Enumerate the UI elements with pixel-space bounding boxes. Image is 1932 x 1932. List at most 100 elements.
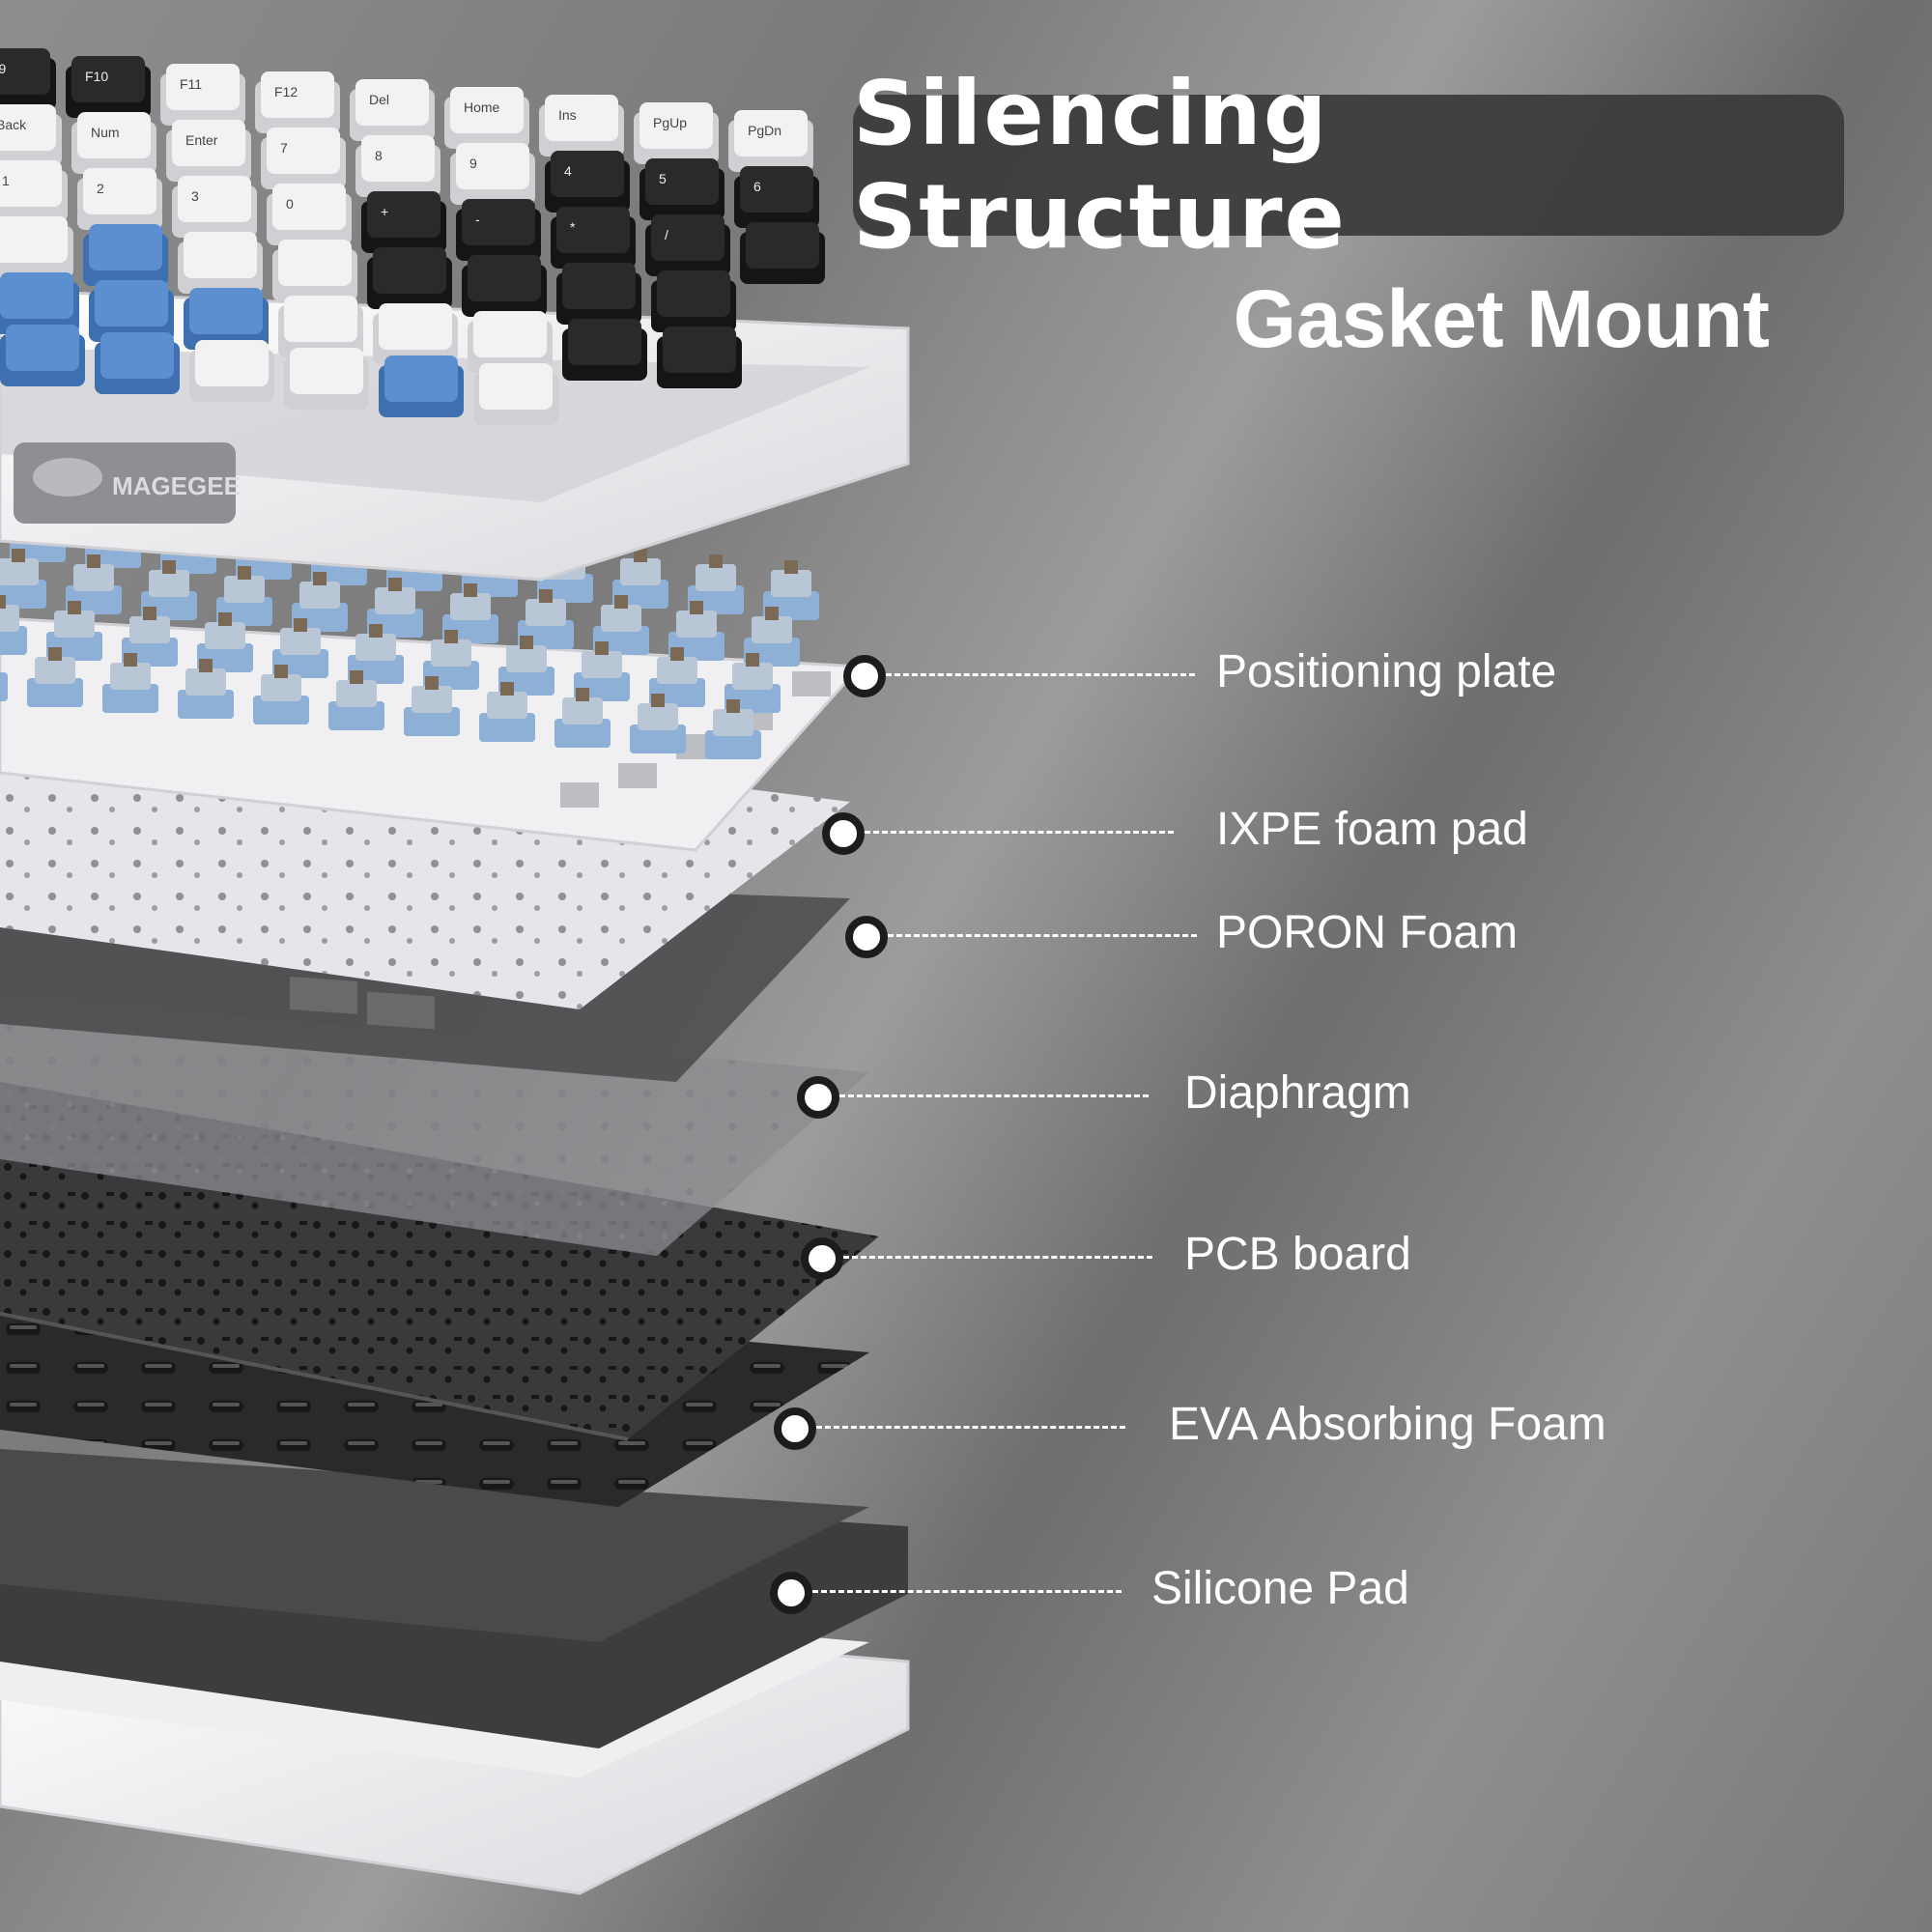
layer-label: Silicone Pad [1151, 1563, 1409, 1614]
callout-leader-line [843, 1256, 1152, 1259]
layer-label: EVA Absorbing Foam [1169, 1399, 1606, 1450]
keycap-legend: 8 [375, 148, 383, 163]
keycap-legend: Home [464, 99, 500, 115]
keycap-legend: 5 [659, 171, 667, 186]
keycap-legend: 4 [564, 163, 572, 179]
keycap-legend: F10 [85, 69, 108, 84]
keycap-legend: 1 [2, 173, 10, 188]
keycap: - [456, 199, 541, 261]
key-switch [554, 688, 611, 748]
keycap-legend: 7 [280, 140, 288, 156]
callout-marker [774, 1407, 816, 1450]
keycap: 2 [77, 168, 162, 230]
keycap: / [645, 214, 730, 276]
callout-leader-line [865, 831, 1174, 834]
keycap [562, 319, 647, 381]
switch-array [0, 502, 819, 759]
keycap-legend: PgUp [653, 115, 687, 130]
key-switch [498, 636, 554, 696]
keycap [89, 280, 174, 342]
callout-leader-line [816, 1426, 1125, 1429]
layer-label: PORON Foam [1216, 907, 1519, 958]
key-switch [404, 676, 460, 736]
keycap [740, 222, 825, 284]
brand-logo-text: MAGEGEE [112, 471, 241, 500]
keycap-legend: PgDn [748, 123, 781, 138]
keycap: F12 [255, 71, 340, 133]
keycap-legend: 9 [469, 156, 477, 171]
keycap [189, 340, 274, 402]
keycap-legend: 6 [753, 179, 761, 194]
keycap: F9 [0, 48, 56, 110]
keycap: Ins [539, 95, 624, 156]
keycap-legend: 3 [191, 188, 199, 204]
keycap [462, 255, 547, 317]
keycap: 0 [267, 184, 352, 245]
keycap-legend: Back [0, 117, 27, 132]
keycap [367, 247, 452, 309]
page-subtitle: Gasket Mount [1233, 273, 1770, 364]
layer-label: Diaphragm [1184, 1067, 1411, 1119]
keycap [272, 240, 357, 301]
callout-marker [770, 1572, 812, 1614]
keycap [556, 263, 641, 325]
keycap [0, 272, 79, 334]
keycap-legend: Del [369, 92, 389, 107]
keycap: PgUp [634, 102, 719, 164]
keycap [373, 303, 458, 365]
key-switch [0, 549, 46, 609]
keycap-legend: - [475, 212, 480, 227]
key-switch [630, 694, 686, 753]
keycap: F10 [66, 56, 151, 118]
key-switch [0, 672, 8, 701]
keycap: Enter [166, 120, 251, 182]
page-title: Silencing Structure [853, 62, 1347, 269]
keycap-legend: Num [91, 125, 120, 140]
keycap: 3 [172, 176, 257, 238]
key-switch [253, 665, 309, 724]
keycap: Del [350, 79, 435, 141]
keycap: 7 [261, 128, 346, 189]
keycap-legend: + [381, 204, 388, 219]
keycap: Num [71, 112, 156, 174]
key-switch [705, 699, 761, 759]
keycap [83, 224, 168, 286]
keycap: 6 [734, 166, 819, 228]
keycap: PgDn [728, 110, 813, 172]
callout-marker [843, 655, 886, 697]
key-switch [328, 670, 384, 730]
callout-leader-line [886, 673, 1195, 676]
key-switch [0, 595, 27, 655]
keycap-legend: F11 [180, 76, 202, 92]
callout-leader-line [839, 1094, 1149, 1097]
keycap [651, 270, 736, 332]
keycap [0, 216, 73, 278]
title-banner: Silencing Structure [853, 62, 1844, 269]
keycap: 9 [450, 143, 535, 205]
keycap [278, 296, 363, 357]
keycap: F11 [160, 64, 245, 126]
keycap: 1 [0, 160, 68, 222]
keycap: 5 [639, 158, 724, 220]
keycap-legend: F9 [0, 61, 7, 76]
silicone-pad-layer [0, 1449, 908, 1748]
callout-leader-line [812, 1590, 1122, 1593]
keycap-legend: 0 [286, 196, 294, 212]
keycap [657, 327, 742, 388]
keycap [95, 332, 180, 394]
keycap-legend: Ins [558, 107, 577, 123]
keycap: Back [0, 104, 62, 166]
callout-marker [822, 812, 865, 855]
layer-label: Positioning plate [1216, 646, 1557, 697]
key-switch [46, 601, 102, 661]
keycap [379, 355, 464, 417]
keycap-legend: F12 [274, 84, 298, 99]
callout-marker [797, 1076, 839, 1119]
keycap [284, 348, 369, 410]
key-switch [178, 659, 234, 719]
callout-marker [801, 1237, 843, 1280]
key-switch [479, 682, 535, 742]
